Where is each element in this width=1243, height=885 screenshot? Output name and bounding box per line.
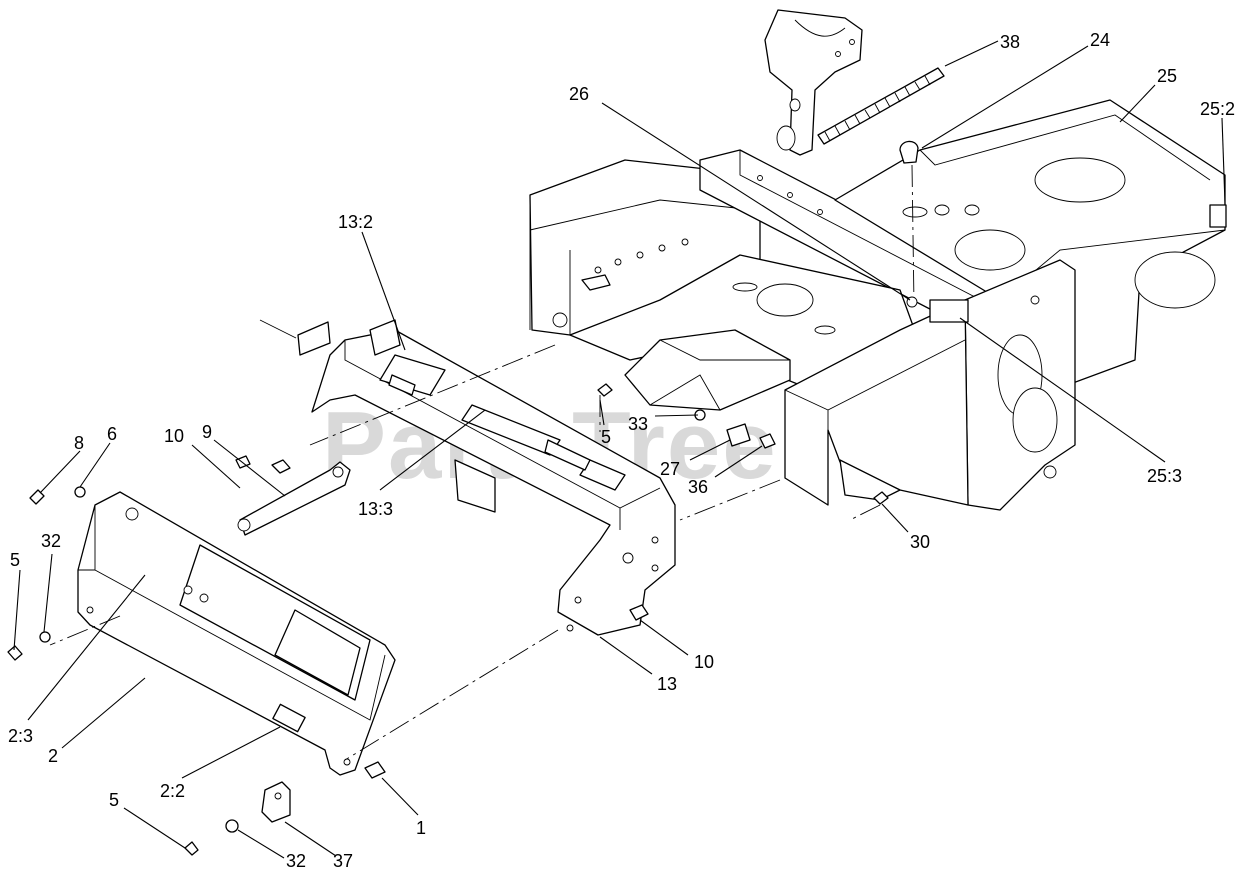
front-crossbar-part-13 <box>311 319 676 636</box>
arm-part-9 <box>235 455 351 536</box>
bracket-part-37 <box>261 781 291 823</box>
callout-9: 9 <box>202 422 212 442</box>
callout-26: 26 <box>569 84 589 104</box>
callout-1: 1 <box>416 818 426 838</box>
callout-2-3: 2:3 <box>8 726 33 746</box>
callout-2: 2 <box>48 746 58 766</box>
callout-38: 38 <box>1000 32 1020 52</box>
callout-32-lower: 32 <box>286 851 306 871</box>
callout-5-left: 5 <box>10 550 20 570</box>
main-frame <box>529 9 1227 511</box>
callout-8: 8 <box>74 433 84 453</box>
callout-27: 27 <box>660 459 680 479</box>
callout-6: 6 <box>107 424 117 444</box>
fasteners <box>7 383 889 856</box>
callout-32-upper: 32 <box>41 531 61 551</box>
callout-25-3: 25:3 <box>1147 466 1182 486</box>
callout-13-3: 13:3 <box>358 499 393 519</box>
callout-13: 13 <box>657 674 677 694</box>
callout-13-2: 13:2 <box>338 212 373 232</box>
callout-5-bottom: 5 <box>109 790 119 810</box>
callout-10-upper: 10 <box>164 426 184 446</box>
callout-37: 37 <box>333 851 353 871</box>
front-panel-part-2 <box>77 491 396 779</box>
spring-part-38 <box>817 67 945 145</box>
callout-33: 33 <box>628 414 648 434</box>
callout-5-center: 5 <box>601 427 611 447</box>
callout-25-2: 25:2 <box>1200 99 1235 119</box>
leader-lines <box>13 40 1226 859</box>
callout-30: 30 <box>910 532 930 552</box>
callout-labels: 38 24 25 25:2 26 13:2 8 6 10 9 5 33 27 3… <box>8 30 1235 871</box>
callout-24: 24 <box>1090 30 1110 50</box>
callout-25: 25 <box>1157 66 1177 86</box>
assembly-lines <box>49 344 881 761</box>
callout-2-2: 2:2 <box>160 781 185 801</box>
callout-36: 36 <box>688 477 708 497</box>
callout-10-lower: 10 <box>694 652 714 672</box>
bracket-detail <box>259 319 331 356</box>
